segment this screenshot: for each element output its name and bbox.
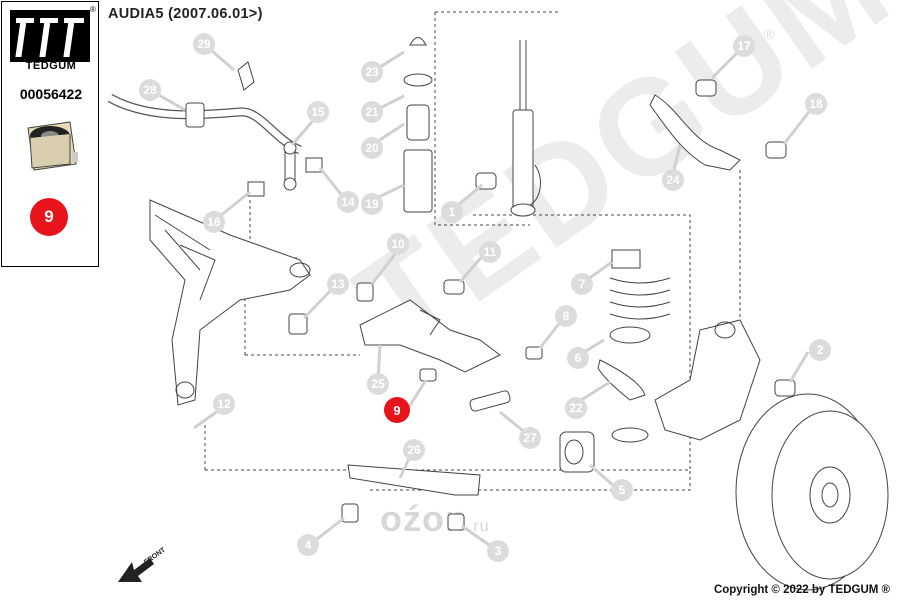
selected-callout-badge: 9 [30, 198, 68, 236]
callout-2: 2 [809, 339, 831, 361]
callout-23: 23 [361, 61, 383, 83]
callout-21: 21 [361, 101, 383, 123]
callout-12: 12 [213, 393, 235, 415]
callout-13: 13 [327, 273, 349, 295]
callout-24: 24 [662, 169, 684, 191]
callout-18: 18 [805, 93, 827, 115]
callout-11: 11 [479, 241, 501, 263]
callout-19: 19 [361, 193, 383, 215]
copyright: Copyright © 2022 by TEDGUM ® [713, 584, 890, 596]
callout-6: 6 [567, 347, 589, 369]
callout-26: 26 [403, 439, 425, 461]
callout-17: 17 [733, 35, 755, 57]
bushing-thumbnail [27, 121, 78, 171]
callout-10: 10 [387, 233, 409, 255]
reg-mark: ® [90, 5, 96, 14]
brand-name: TEDGUM [25, 60, 77, 72]
callout-15: 15 [307, 101, 329, 123]
callout-25: 25 [367, 373, 389, 395]
callout-1: 1 [441, 201, 463, 223]
callout-9: 9 [384, 397, 410, 423]
callout-22: 22 [565, 397, 587, 419]
callout-3: 3 [487, 540, 509, 562]
callout-16: 16 [203, 211, 225, 233]
watermark-reg-mark: ® [764, 26, 775, 42]
part-number: 00056422 [19, 86, 83, 102]
callout-14: 14 [337, 191, 359, 213]
ozon-suffix: .ru [467, 518, 490, 535]
part-info-panel: ® TEDGUM 00056422 9 [1, 1, 99, 267]
vehicle-title: AUDIA5 (2007.06.01>) [108, 6, 263, 22]
callout-28: 28 [139, 79, 161, 101]
callout-8: 8 [555, 305, 577, 327]
callout-27: 27 [519, 427, 541, 449]
callout-5: 5 [611, 479, 633, 501]
ozon-watermark: oźon.ru [380, 498, 490, 540]
callout-4: 4 [297, 534, 319, 556]
callout-29: 29 [193, 33, 215, 55]
callout-7: 7 [571, 273, 593, 295]
callout-20: 20 [361, 137, 383, 159]
tedgum-logo [10, 10, 90, 62]
